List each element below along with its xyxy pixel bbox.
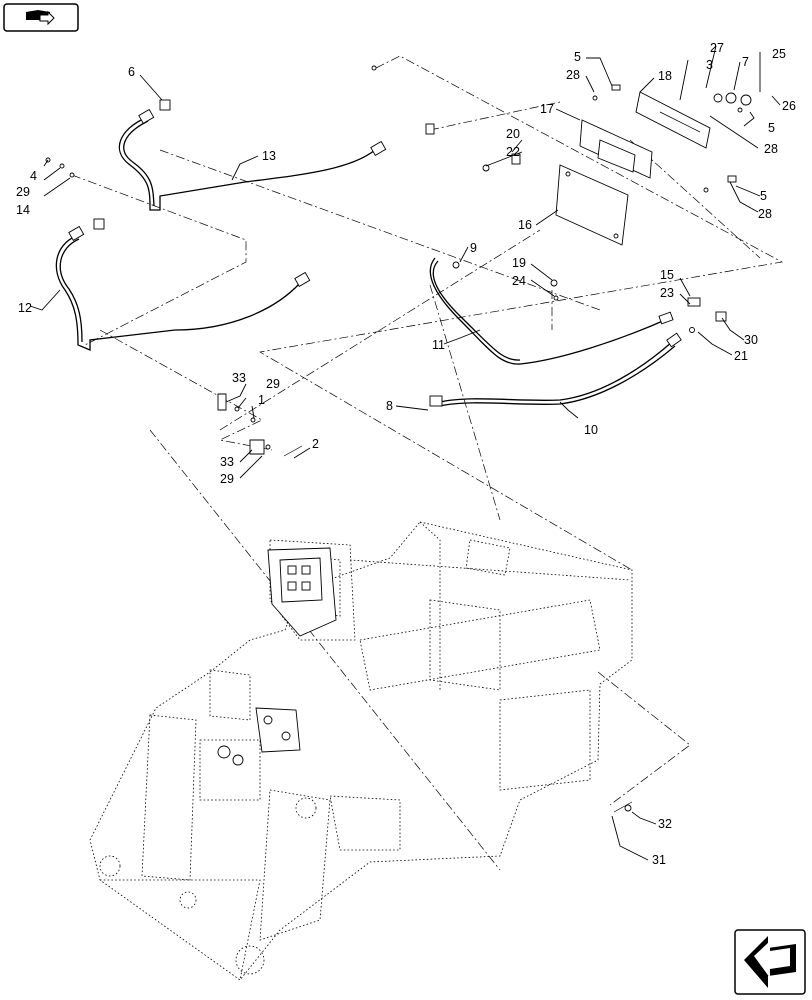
callout-16: 16	[518, 218, 532, 232]
callout-10: 10	[584, 423, 598, 437]
callout-22: 22	[506, 145, 520, 159]
callout-29-top: 29	[16, 185, 30, 199]
valve-block	[217, 547, 337, 766]
callout-5-mid: 5	[768, 121, 775, 135]
callout-21: 21	[734, 349, 748, 363]
callout-31: 31	[652, 853, 666, 867]
back-arrow-icon[interactable]	[734, 929, 806, 1000]
hose-10	[429, 332, 682, 407]
routing-lines	[71, 55, 784, 871]
callout-7: 7	[742, 55, 749, 69]
callout-19: 19	[512, 256, 526, 270]
hardware	[45, 65, 743, 813]
machine-frame	[89, 521, 633, 981]
bracket-17	[579, 119, 653, 179]
callout-23: 23	[660, 286, 674, 300]
callout-29-mid: 29	[266, 377, 280, 391]
callout-1: 1	[258, 393, 265, 407]
callout-4: 4	[30, 169, 37, 183]
callout-33-low: 33	[220, 455, 234, 469]
callout-6: 6	[128, 65, 135, 79]
hose-12	[55, 218, 311, 351]
callout-29-low: 29	[220, 472, 234, 486]
callout-15: 15	[660, 268, 674, 282]
plate-16	[555, 164, 629, 246]
callout-2: 2	[312, 437, 319, 451]
callout-labels: 6 13 4 29 14 12 11 8 10 9 19 24 20 22 17…	[16, 41, 796, 867]
callout-28-low: 28	[758, 207, 772, 221]
callout-5-top: 5	[574, 50, 581, 64]
book-with-arrow-icon[interactable]	[3, 3, 79, 32]
callout-20: 20	[506, 127, 520, 141]
callout-12: 12	[18, 301, 32, 315]
callout-24: 24	[512, 274, 526, 288]
hose-11	[429, 257, 674, 365]
callout-28-top: 28	[566, 68, 580, 82]
callout-8: 8	[386, 399, 393, 413]
bracket-18	[635, 91, 752, 149]
callout-30: 30	[744, 333, 758, 347]
callout-26: 26	[782, 99, 796, 113]
callout-27: 27	[710, 41, 724, 55]
callout-9: 9	[470, 241, 477, 255]
callout-11: 11	[432, 338, 445, 352]
callout-14: 14	[16, 203, 30, 217]
callout-32: 32	[658, 817, 672, 831]
hose-13	[118, 99, 387, 211]
callout-3: 3	[706, 58, 713, 72]
callout-33-top: 33	[232, 371, 246, 385]
callout-13: 13	[262, 149, 276, 163]
callout-25: 25	[772, 47, 786, 61]
callout-17: 17	[540, 102, 554, 116]
callout-18: 18	[658, 69, 672, 83]
leader-lines	[29, 45, 781, 861]
callout-28-mid: 28	[764, 142, 778, 156]
callout-5-low: 5	[760, 189, 767, 203]
